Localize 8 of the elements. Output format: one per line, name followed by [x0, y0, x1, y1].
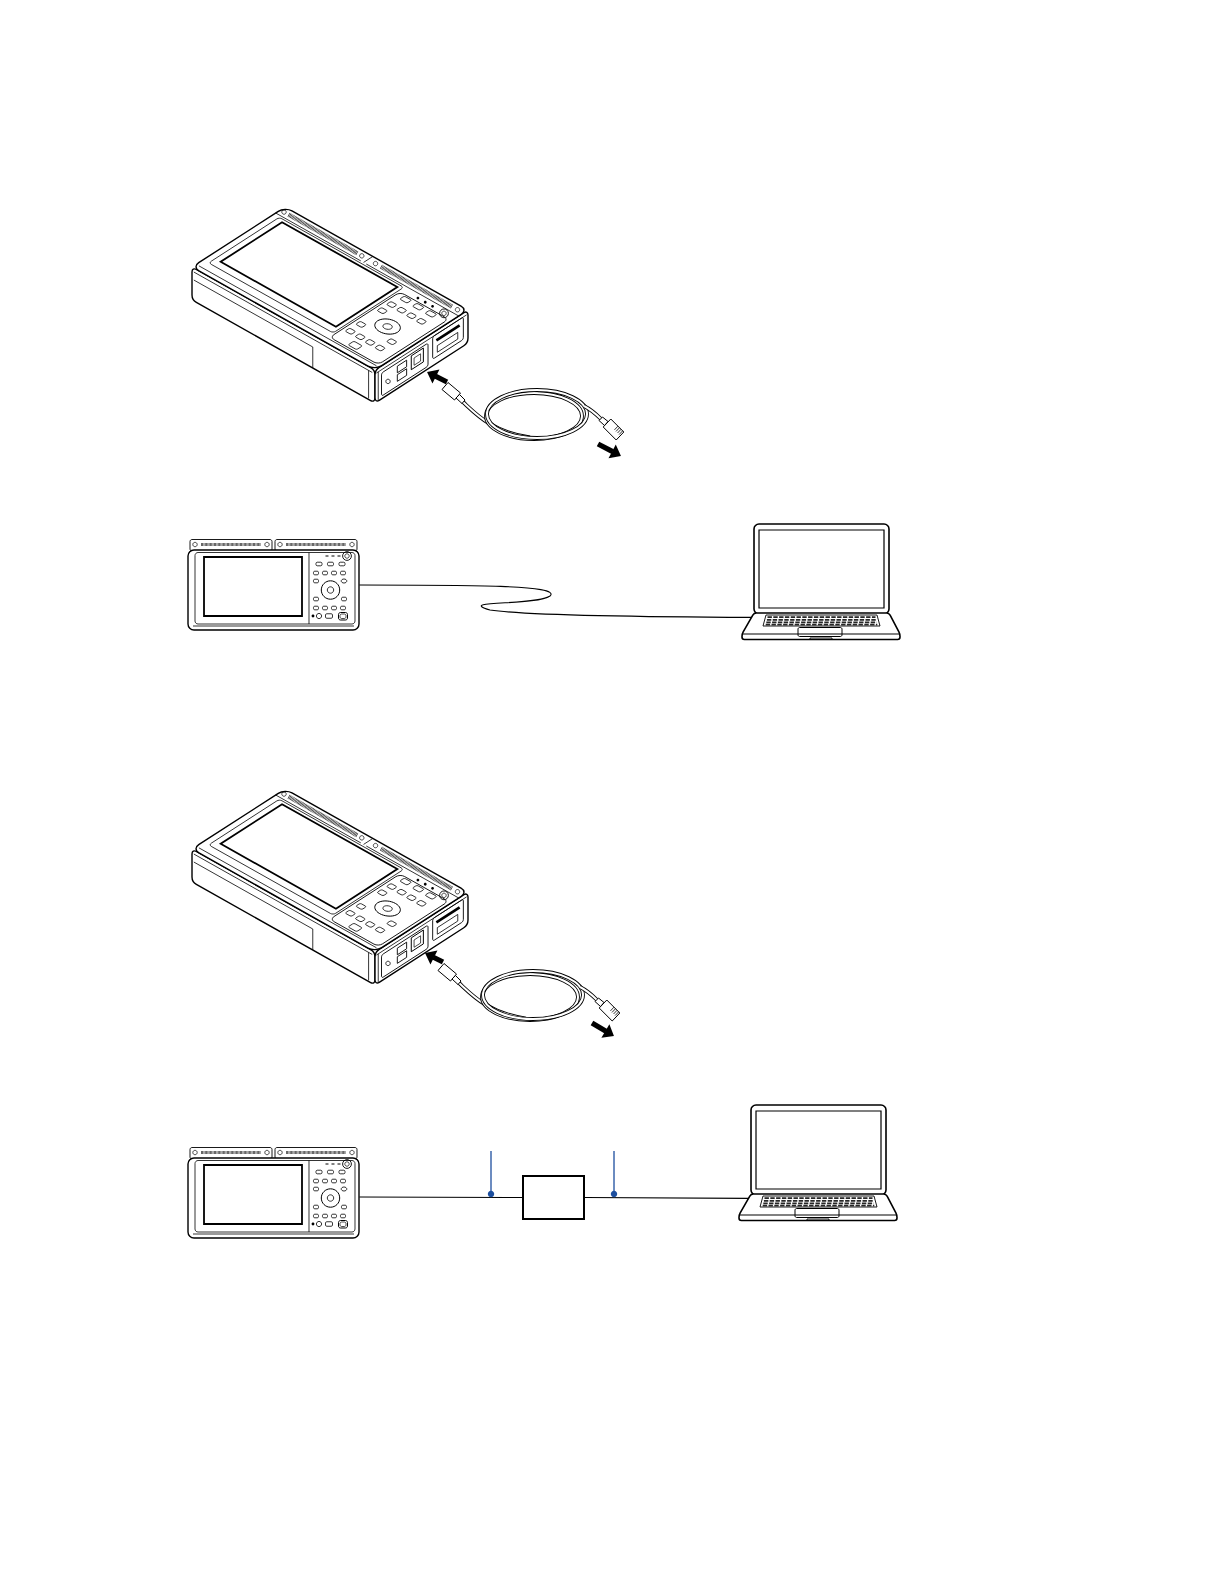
laptop-drawing	[738, 1104, 898, 1222]
laptop-drawing	[741, 523, 901, 641]
instrument-drawing	[187, 1147, 360, 1239]
cable	[358, 584, 753, 618]
cable	[584, 1196, 750, 1199]
cable	[358, 1196, 523, 1199]
hub-box	[522, 1175, 585, 1220]
instrument-drawing	[187, 539, 360, 631]
